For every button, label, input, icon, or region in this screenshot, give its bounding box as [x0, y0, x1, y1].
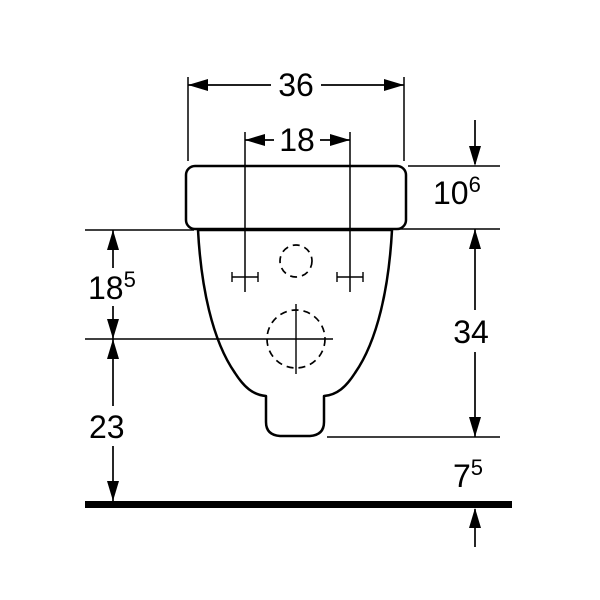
flush-connection-circle: [279, 244, 313, 278]
dim-body-height-label: 34: [453, 314, 489, 350]
dim-lid-height-label: 106: [433, 172, 481, 211]
arrow-down-icon: [107, 319, 119, 339]
arrow-down-icon: [469, 146, 481, 166]
dim-outlet-to-floor: 75: [453, 455, 483, 547]
dim-outlet-to-floor-label: 75: [453, 455, 483, 494]
arrow-right-icon: [330, 134, 350, 146]
arrow-up-icon: [107, 230, 119, 250]
dim-top-to-outlet-center: 185: [88, 230, 136, 339]
arrow-up-icon: [469, 229, 481, 249]
arrow-down-icon: [107, 481, 119, 501]
dim-bolt-spacing: 18: [245, 122, 350, 158]
dim-top-to-outlet-center-label: 185: [88, 267, 136, 306]
wc-lid-outline: [184, 164, 408, 231]
floor-line: [85, 501, 512, 508]
dim-outlet-center-to-floor: 23: [89, 339, 125, 501]
wc-bowl-outline: [196, 228, 394, 438]
dim-overall-width-label: 36: [278, 67, 314, 103]
arrow-right-icon: [384, 79, 404, 91]
arrow-left-icon: [245, 134, 265, 146]
arrow-down-icon: [469, 417, 481, 437]
arrow-up-icon: [469, 508, 481, 528]
arrow-up-icon: [107, 339, 119, 359]
dim-lid-height: 106: [433, 120, 481, 211]
dim-overall-width: 36: [188, 67, 404, 103]
dim-outlet-center-to-floor-label: 23: [89, 409, 125, 445]
dim-bolt-spacing-label: 18: [279, 122, 315, 158]
arrow-left-icon: [188, 79, 208, 91]
dim-body-height: 34: [453, 229, 489, 437]
